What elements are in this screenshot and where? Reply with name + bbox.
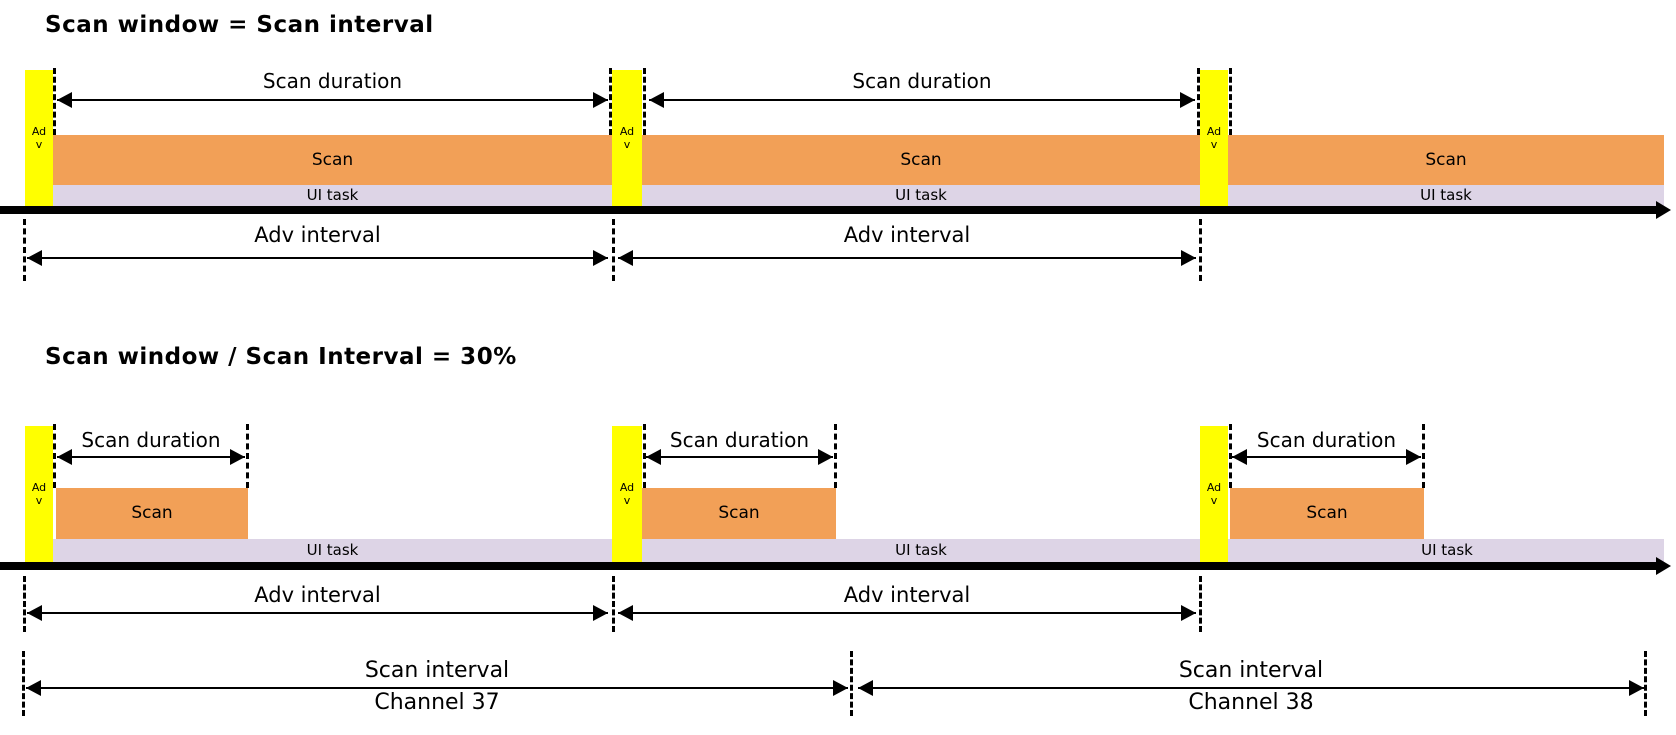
- diagram2-dotted-line: [53, 424, 56, 488]
- diagram1-dotted-line: [612, 219, 615, 281]
- adv-label-line1: Ad: [1206, 481, 1222, 494]
- diagram2-scan-bar-1: [56, 488, 248, 539]
- diagram1-ui-task-label-1: UI task: [306, 186, 359, 204]
- diagram1-scan-bar-2: [642, 135, 1200, 185]
- diagram2-dotted-line: [834, 424, 837, 488]
- diagram1-adv-interval-label-2: Adv interval: [843, 223, 971, 247]
- adv-label-line1: Ad: [619, 481, 635, 494]
- diagram1-title: Scan window = Scan interval: [45, 12, 434, 38]
- diagram1-scan-duration-arrow-1: [57, 92, 608, 108]
- diagram2-scan-duration-label-2: Scan duration: [669, 428, 810, 452]
- adv-label-line2: v: [623, 138, 631, 151]
- diagram2-scan-bar-2: [642, 488, 836, 539]
- diagram2-scan-interval-label-1: Scan interval: [364, 658, 510, 683]
- diagram2-adv-interval-arrow-2: [618, 605, 1196, 621]
- diagram1-scan-label-2: Scan: [900, 150, 942, 170]
- diagram2-channel-37-label: Channel 37: [374, 690, 500, 715]
- adv-label-line2: v: [623, 494, 631, 507]
- diagram1-adv-bar-2: Ad v: [612, 70, 642, 206]
- diagram2-adv-bar-1: Ad v: [25, 426, 53, 562]
- diagram2-scan-interval-label-2: Scan interval: [1178, 658, 1324, 683]
- adv-label-line1: Ad: [31, 125, 47, 138]
- diagram1-scan-duration-arrow-2: [649, 92, 1195, 108]
- diagram2-scan-duration-label-1: Scan duration: [81, 428, 221, 452]
- diagram2-ui-task-bar: [53, 539, 1664, 562]
- diagram1-dotted-line: [643, 68, 646, 135]
- diagram1-adv-bar-3: Ad v: [1200, 70, 1228, 206]
- diagram1-scan-label-1: Scan: [311, 150, 354, 170]
- diagram2-ui-task-label-1: UI task: [306, 541, 359, 559]
- diagram2-dotted-line: [246, 424, 249, 488]
- diagram1-dotted-line: [1229, 68, 1232, 135]
- diagram2-timeline-axis: [0, 557, 1671, 575]
- diagram2-scan-bar-3: [1230, 488, 1424, 539]
- diagram1-scan-label-3: Scan: [1425, 150, 1467, 170]
- diagram1-dotted-line: [23, 219, 26, 281]
- adv-label-line1: Ad: [1206, 125, 1222, 138]
- diagram1-ui-task-bar-2: [642, 185, 1200, 206]
- diagram2-ui-task-label-2: UI task: [895, 541, 947, 559]
- diagram2-dotted-line: [1229, 424, 1232, 488]
- diagram2-scan-label-1: Scan: [131, 503, 173, 523]
- diagram1-scan-duration-label-2: Scan duration: [852, 69, 992, 93]
- diagram1-timeline-axis: [0, 201, 1671, 219]
- diagram1-ui-task-bar-1: [53, 185, 612, 206]
- diagram1-dotted-line: [53, 68, 56, 135]
- diagram2-adv-interval-label-1: Adv interval: [254, 583, 381, 607]
- diagram1-scan-bar-1: [53, 135, 612, 185]
- diagram1-dotted-line: [1199, 219, 1202, 281]
- diagram2-adv-interval-label-2: Adv interval: [843, 583, 971, 607]
- diagram2-scan-interval-arrow-2: [858, 680, 1644, 696]
- adv-label-line2: v: [35, 138, 43, 151]
- diagram2-adv-interval-arrow-1: [27, 605, 608, 621]
- diagram2-dotted-line: [22, 651, 25, 716]
- adv-label-line1: Ad: [619, 125, 635, 138]
- diagram1-adv-bar-1: Ad v: [25, 70, 53, 206]
- adv-label-line2: v: [1210, 494, 1218, 507]
- diagram2-scan-interval-arrow-1: [26, 680, 848, 696]
- diagram2-adv-bar-2: Ad v: [612, 426, 642, 562]
- diagram2-adv-bar-3: Ad v: [1200, 426, 1228, 562]
- diagram1-adv-interval-arrow-1: [27, 250, 608, 266]
- diagram2-scan-label-3: Scan: [1306, 503, 1348, 523]
- diagram2-scan-duration-arrow-2: [646, 449, 833, 465]
- diagram2-dotted-line: [1422, 424, 1425, 488]
- diagram1-scan-duration-label-1: Scan duration: [262, 69, 403, 93]
- diagram2-ui-task-label-3: UI task: [1421, 541, 1473, 559]
- diagram2-channel-38-label: Channel 38: [1188, 690, 1314, 715]
- adv-label-line2: v: [35, 494, 43, 507]
- diagram1-dotted-line: [1197, 68, 1200, 135]
- adv-label-line2: v: [1210, 138, 1218, 151]
- diagram2-dotted-line: [23, 576, 26, 632]
- diagram2-dotted-line: [1644, 651, 1647, 716]
- adv-label-line1: Ad: [31, 481, 47, 494]
- diagram1-adv-interval-label-1: Adv interval: [254, 223, 381, 247]
- diagram2-scan-duration-arrow-1: [57, 449, 245, 465]
- diagram1-adv-interval-arrow-2: [618, 250, 1196, 266]
- diagram2-title: Scan window / Scan Interval = 30%: [45, 344, 517, 370]
- diagram1-dotted-line: [609, 68, 612, 135]
- diagram2-scan-label-2: Scan: [718, 503, 760, 523]
- diagram2-dotted-line: [1199, 576, 1202, 632]
- diagram2-dotted-line: [612, 576, 615, 632]
- diagram1-ui-task-bar-3: [1228, 185, 1664, 206]
- diagram1-scan-bar-3: [1228, 135, 1664, 185]
- diagram2-scan-duration-label-3: Scan duration: [1256, 428, 1397, 452]
- diagram2-dotted-line: [850, 651, 853, 716]
- diagram1-ui-task-label-2: UI task: [895, 186, 947, 204]
- diagram2-dotted-line: [643, 424, 646, 488]
- diagram1-ui-task-label-3: UI task: [1420, 186, 1472, 204]
- diagram2-scan-duration-arrow-3: [1232, 449, 1421, 465]
